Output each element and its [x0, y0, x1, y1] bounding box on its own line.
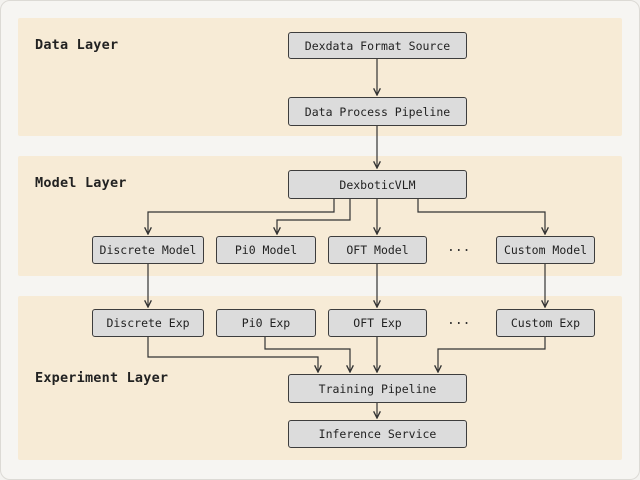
edge-vlm-to-discrete-model [148, 199, 335, 234]
model-row-ellipsis: ... [447, 240, 471, 255]
edge-vlm-to-custom-model [417, 199, 545, 234]
pi0-model-node: Pi0 Model [216, 236, 316, 264]
pi0-exp-label: Pi0 Exp [241, 316, 291, 330]
training-pipeline-label: Training Pipeline [318, 381, 437, 396]
experiment-layer-title: Experiment Layer [35, 370, 169, 386]
data-process-pipeline-label: Data Process Pipeline [304, 104, 451, 119]
oft-model-node: OFT Model [328, 236, 427, 264]
data-layer-title: Data Layer [35, 37, 119, 53]
edge-pi0-exp-to-training [264, 337, 350, 372]
edge-custom-exp-to-training [438, 337, 546, 372]
dexboticvlm-node: DexboticVLM [288, 170, 467, 199]
discrete-model-node: Discrete Model [92, 236, 204, 264]
custom-exp-node: Custom Exp [496, 309, 595, 337]
oft-exp-label: OFT Exp [353, 316, 402, 330]
custom-exp-label: Custom Exp [510, 316, 581, 330]
oft-model-label: OFT Model [346, 243, 409, 257]
inference-service-node: Inference Service [288, 420, 467, 448]
edge-discrete-exp-to-training [147, 337, 318, 372]
dexdata-format-source-node: Dexdata Format Source [288, 32, 467, 59]
dexboticvlm-label: DexboticVLM [339, 177, 416, 192]
pi0-exp-node: Pi0 Exp [216, 309, 316, 337]
edge-vlm-to-pi0-model [277, 199, 351, 234]
discrete-model-label: Discrete Model [99, 243, 197, 257]
oft-exp-node: OFT Exp [328, 309, 427, 337]
pi0-model-label: Pi0 Model [234, 243, 298, 257]
data-process-pipeline-node: Data Process Pipeline [288, 97, 467, 126]
training-pipeline-node: Training Pipeline [288, 374, 467, 403]
dexdata-format-source-label: Dexdata Format Source [304, 38, 451, 53]
inference-service-label: Inference Service [318, 427, 437, 441]
model-layer-title: Model Layer [35, 175, 127, 191]
custom-model-label: Custom Model [503, 243, 588, 257]
discrete-exp-node: Discrete Exp [92, 309, 204, 337]
custom-model-node: Custom Model [496, 236, 595, 264]
exp-row-ellipsis: ... [447, 313, 471, 328]
discrete-exp-label: Discrete Exp [106, 316, 190, 330]
